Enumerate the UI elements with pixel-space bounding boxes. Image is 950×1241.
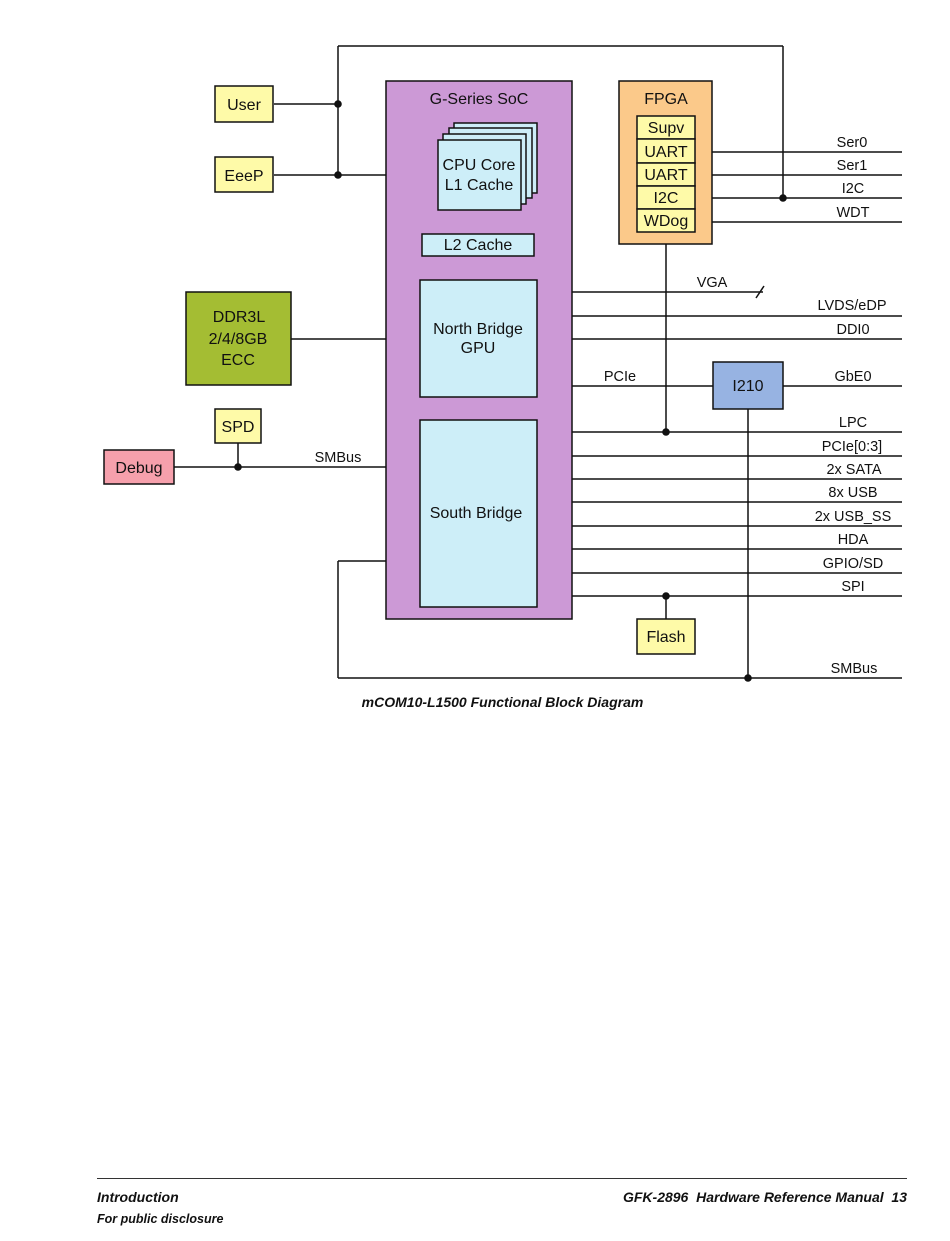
eeep-label: EeeP <box>224 168 263 185</box>
signal-lvds: LVDS/eDP <box>817 298 886 314</box>
eeep-block <box>214 156 274 193</box>
signal-sata: 2x SATA <box>826 462 881 478</box>
signal-pcie03: PCIe[0:3] <box>822 439 882 455</box>
signal-gbe0: GbE0 <box>834 369 871 385</box>
signal-usb: 8x USB <box>828 485 877 501</box>
user-label: User <box>227 97 261 114</box>
l2-cache-block <box>421 233 535 257</box>
footer-manual-page: GFK-2896 Hardware Reference Manual 13 <box>622 1189 907 1205</box>
user-block <box>214 85 274 123</box>
footer-section-title: Introduction <box>97 1189 179 1205</box>
debug-label: Debug <box>115 460 162 477</box>
fpga-uart1-label: UART <box>644 144 687 161</box>
connection-lines <box>174 45 902 679</box>
signal-hda: HDA <box>838 532 869 548</box>
l2-cache-label: L2 Cache <box>444 237 513 254</box>
signal-labels: Ser0 Ser1 I2C WDT LVDS/eDP DDI0 GbE0 LPC… <box>815 135 892 677</box>
ddr-label-1: DDR3L <box>213 309 266 326</box>
debug-block <box>103 449 175 485</box>
signal-spi: SPI <box>841 579 864 595</box>
cpu-core-block <box>437 139 522 211</box>
cpu-label-2: L1 Cache <box>445 177 514 194</box>
flash-label: Flash <box>646 629 685 646</box>
ddr-block <box>185 291 292 386</box>
north-bridge-block <box>419 279 538 398</box>
soc-title: G-Series SoC <box>430 91 529 108</box>
pcie-mid-label: PCIe <box>604 369 636 385</box>
signal-smbus: SMBus <box>831 661 878 677</box>
north-bridge-label-1: North Bridge <box>433 321 523 338</box>
signal-ddi0: DDI0 <box>836 322 869 338</box>
spd-label: SPD <box>222 419 255 436</box>
signal-ser0: Ser0 <box>837 135 868 151</box>
signal-ser1: Ser1 <box>837 158 868 174</box>
junction-dots <box>234 100 787 682</box>
north-bridge-label-2: GPU <box>461 340 496 357</box>
smbus-left-label: SMBus <box>315 450 362 466</box>
footer-divider <box>97 1178 907 1179</box>
signal-lpc: LPC <box>839 415 867 431</box>
block-diagram: G-Series SoC CPU Core L1 Cache L2 Cache … <box>103 45 902 682</box>
fpga-wdog-label: WDog <box>644 213 688 230</box>
fpga-title: FPGA <box>644 91 688 108</box>
diagram-caption: mCOM10-L1500 Functional Block Diagram <box>361 694 644 710</box>
ddr-label-2: 2/4/8GB <box>209 331 268 348</box>
i210-block <box>712 361 784 410</box>
signal-usbss: 2x USB_SS <box>815 509 892 525</box>
south-bridge-label: South Bridge <box>430 505 523 522</box>
vga-label: VGA <box>697 275 728 291</box>
fpga-supv-label: Supv <box>648 120 684 137</box>
spd-block <box>214 408 262 444</box>
signal-wdt: WDT <box>836 205 869 221</box>
fpga-i2c-label: I2C <box>654 190 679 207</box>
flash-block <box>636 618 696 655</box>
footer-disclosure-note: For public disclosure <box>97 1212 224 1226</box>
i210-label: I210 <box>732 378 763 395</box>
signal-gpio: GPIO/SD <box>823 556 883 572</box>
cpu-label-1: CPU Core <box>443 157 516 174</box>
south-bridge-block <box>419 419 538 608</box>
signal-i2c: I2C <box>842 181 865 197</box>
fpga-wdog-block <box>636 208 696 233</box>
ddr-label-3: ECC <box>221 352 255 369</box>
fpga-uart2-label: UART <box>644 167 687 184</box>
